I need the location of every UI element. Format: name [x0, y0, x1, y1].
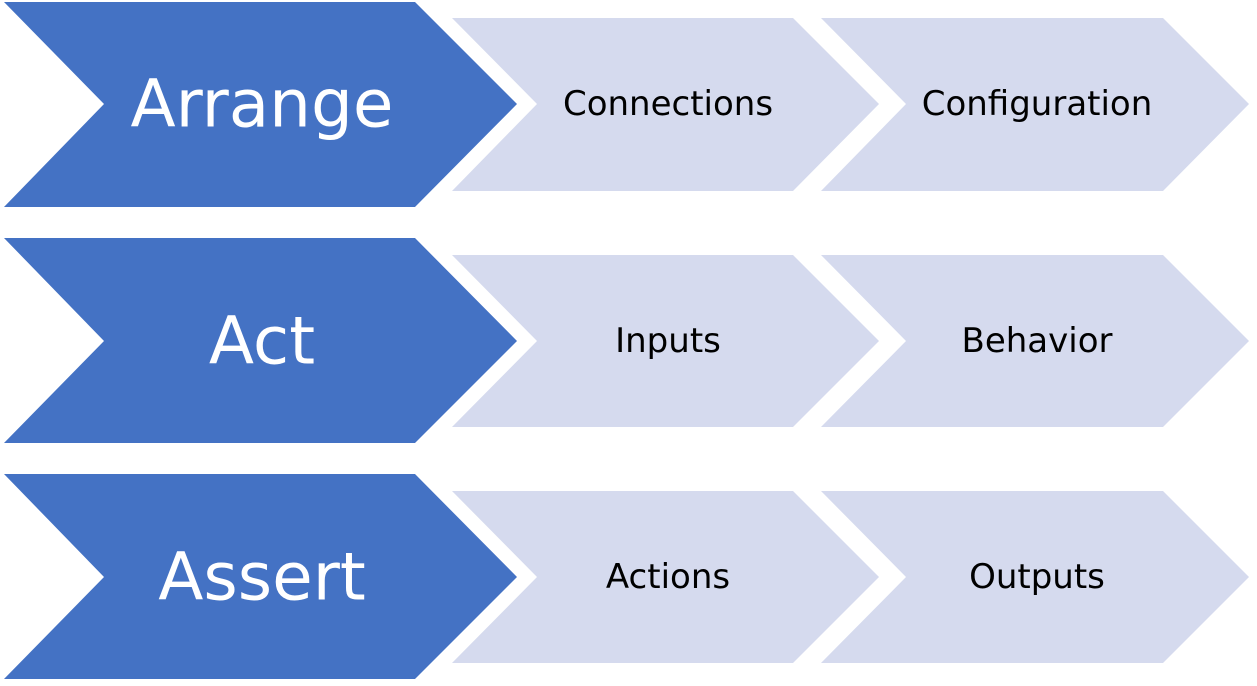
- main-label: Arrange: [130, 66, 393, 143]
- step-chevron: [821, 491, 1249, 663]
- step-label: Outputs: [969, 557, 1105, 597]
- step-label: Inputs: [615, 321, 721, 361]
- step-label: Configuration: [922, 84, 1153, 124]
- row-arrange: Arrange Connections Configuration: [4, 2, 1249, 207]
- main-chevron: [4, 474, 517, 679]
- main-chevron: [4, 2, 517, 207]
- main-label: Assert: [158, 539, 366, 616]
- main-label: Act: [209, 303, 315, 380]
- step-label: Actions: [606, 557, 730, 597]
- row-act: Act Inputs Behavior: [4, 238, 1249, 443]
- step-chevron: [452, 255, 879, 427]
- row-assert: Assert Actions Outputs: [4, 474, 1249, 679]
- step-label: Behavior: [962, 321, 1113, 361]
- step-chevron: [821, 18, 1249, 191]
- step-chevron: [452, 491, 879, 663]
- main-chevron: [4, 238, 517, 443]
- step-chevron: [821, 255, 1249, 427]
- step-chevron: [452, 18, 879, 191]
- step-label: Connections: [563, 84, 773, 124]
